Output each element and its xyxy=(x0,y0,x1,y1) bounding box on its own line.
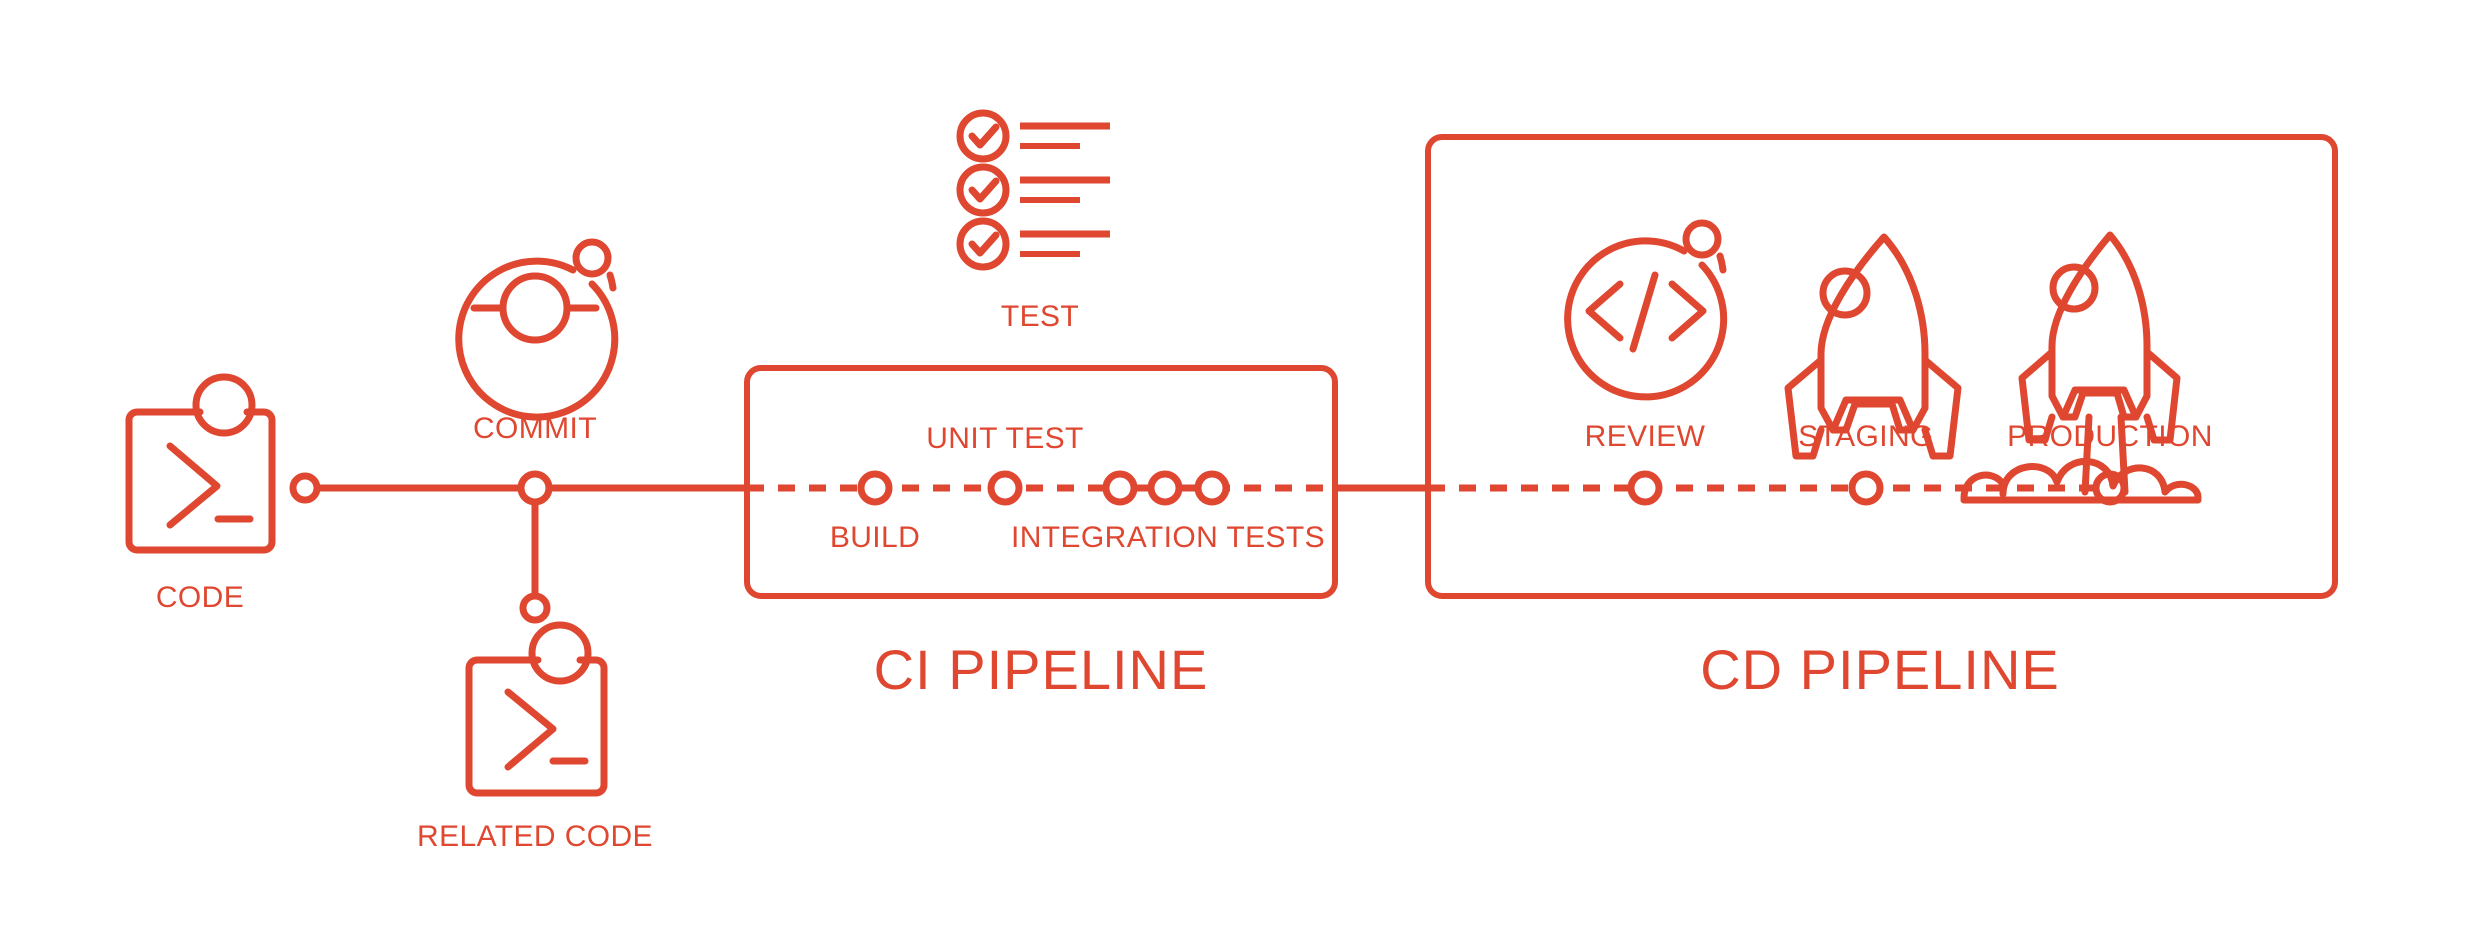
rail-dot-related-code[interactable] xyxy=(519,592,551,624)
stage-label-build: BUILD xyxy=(830,521,920,554)
cd-pipeline-title: CD PIPELINE xyxy=(1700,638,2060,701)
stage-label-unit-test: UNIT TEST xyxy=(926,422,1084,455)
test-label: TEST xyxy=(1001,300,1079,333)
stage-label-integration-tests: INTEGRATION TESTS xyxy=(1011,521,1325,554)
rail-dot-review[interactable] xyxy=(1627,470,1663,506)
commit-label: COMMIT xyxy=(473,412,597,445)
rail-dot-commit[interactable] xyxy=(517,470,553,506)
code-label: CODE xyxy=(156,581,244,614)
commit-orbit-icon xyxy=(455,238,619,421)
rocket-icon xyxy=(1784,233,1962,460)
code-review-icon xyxy=(1564,219,1728,401)
stage-label-staging: STAGING xyxy=(1798,420,1934,453)
rail-dot-integration-1[interactable] xyxy=(1102,470,1138,506)
checklist-icon xyxy=(956,109,1110,271)
rail-dot-unit-test[interactable] xyxy=(987,470,1023,506)
rail-dot-integration-2[interactable] xyxy=(1147,470,1183,506)
rail-dot-integration-3[interactable] xyxy=(1194,470,1230,506)
stage-label-production: PRODUCTION xyxy=(2007,420,2213,453)
rail-dot-build[interactable] xyxy=(857,470,893,506)
related-code-label: RELATED CODE xyxy=(417,820,653,853)
stage-label-review: REVIEW xyxy=(1585,420,1706,453)
cd-pipeline-box xyxy=(1425,134,2338,599)
related-code-icon xyxy=(465,621,608,797)
ci-pipeline-title: CI PIPELINE xyxy=(874,638,1209,701)
ci-pipeline-box xyxy=(744,365,1338,599)
rocket-launch-icon xyxy=(1960,231,2202,504)
rail-dot-code[interactable] xyxy=(289,472,321,504)
rail-dot-staging[interactable] xyxy=(1848,470,1884,506)
terminal-code-icon xyxy=(125,373,276,554)
